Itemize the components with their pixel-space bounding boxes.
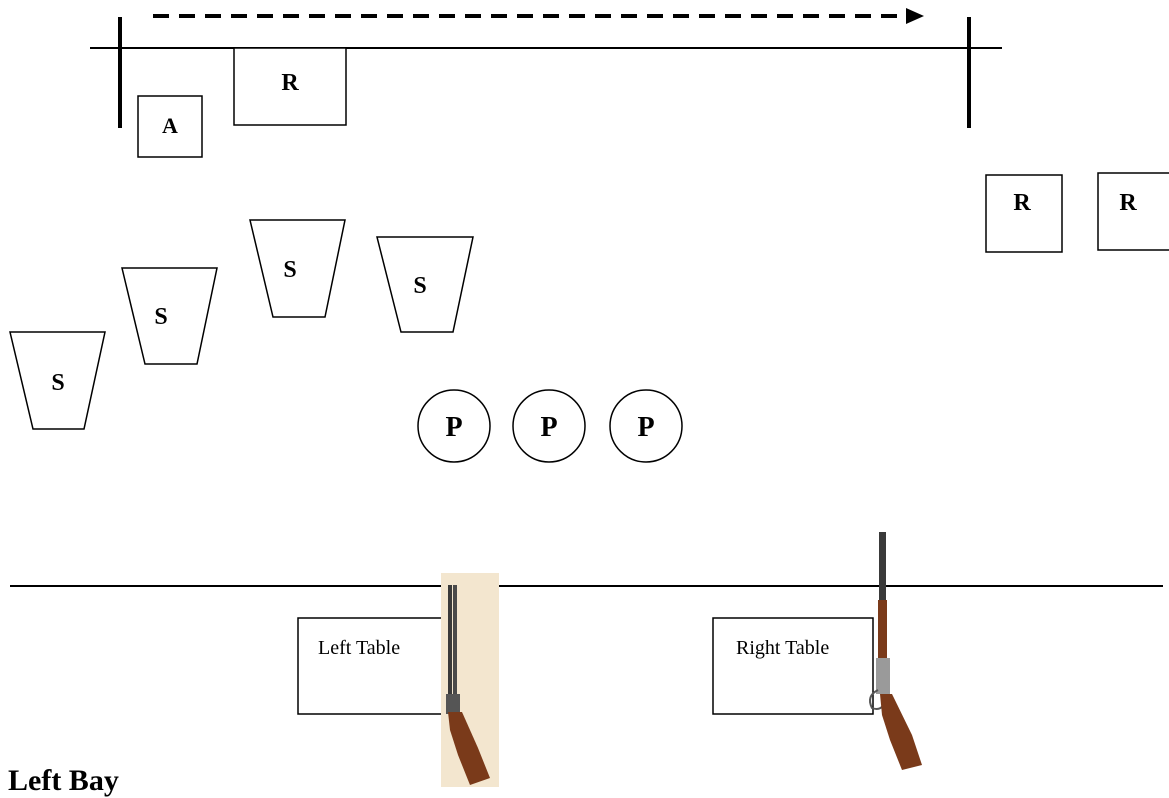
rifle-target-label: R xyxy=(1013,190,1031,216)
shotgun-target: S xyxy=(121,267,218,365)
arrow-head xyxy=(906,8,924,24)
ammo-box-label: A xyxy=(162,113,178,138)
pistol-target-label: P xyxy=(445,412,462,443)
bay-title: Left Bay xyxy=(8,764,119,797)
left-table-label: Left Table xyxy=(318,637,400,659)
pistol-target: P xyxy=(417,389,491,463)
ammo-box: A xyxy=(137,95,203,158)
pistol-target-label: P xyxy=(540,412,557,443)
left-table: Left Table xyxy=(297,617,459,715)
pistol-target: P xyxy=(512,389,586,463)
shotgun-target: S xyxy=(376,236,474,333)
rifle-target: R xyxy=(985,174,1063,253)
shotgun-target-label: S xyxy=(413,273,426,299)
pistol-target: P xyxy=(609,389,683,463)
rifle-target-label: R xyxy=(281,70,299,96)
right-table-label: Right Table xyxy=(736,637,829,659)
shotgun-icon xyxy=(441,573,499,787)
shotgun-target: S xyxy=(9,331,106,430)
shotgun-target-label: S xyxy=(283,257,296,283)
rifle-icon xyxy=(869,532,922,770)
rifle-target: R xyxy=(1097,172,1169,251)
shotgun-target-label: S xyxy=(51,370,64,396)
rifle-target-label: R xyxy=(1119,190,1137,216)
shotgun-target-label: S xyxy=(154,304,167,330)
rifle-target: R xyxy=(233,47,347,126)
right-table: Right Table xyxy=(712,617,874,715)
shotgun-target: S xyxy=(249,219,346,318)
pistol-target-label: P xyxy=(637,412,654,443)
